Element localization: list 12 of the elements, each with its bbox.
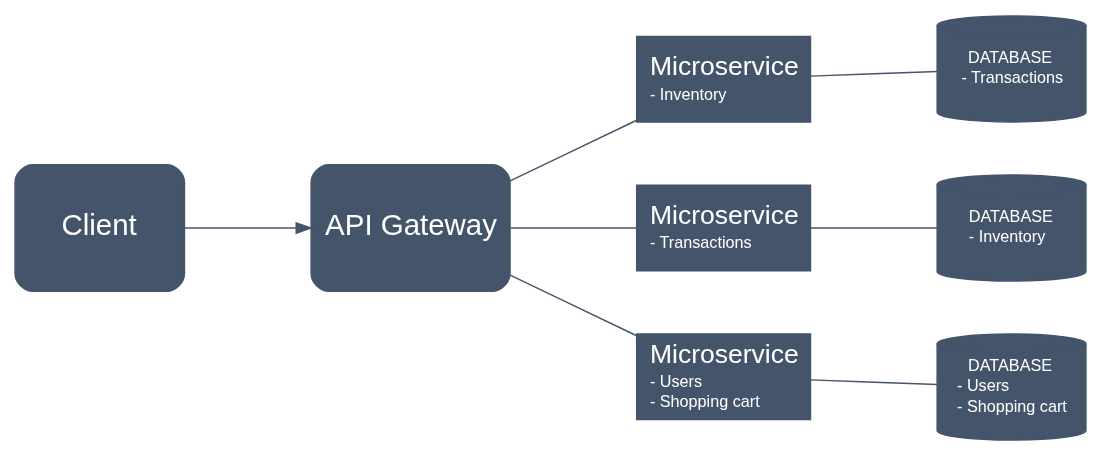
connector [509,119,638,182]
connector [509,273,638,336]
connector [809,378,938,385]
connector [509,226,638,229]
node-box: API Gateway [310,163,511,292]
node-box: Client [14,163,186,292]
node-box: Microservice - Users - Shopping cart [635,332,812,420]
node-box: Microservice - Transactions [635,184,812,271]
connector [809,226,938,229]
arrow [183,221,314,234]
connector [809,70,938,77]
node-box: Microservice - Inventory [635,35,812,123]
